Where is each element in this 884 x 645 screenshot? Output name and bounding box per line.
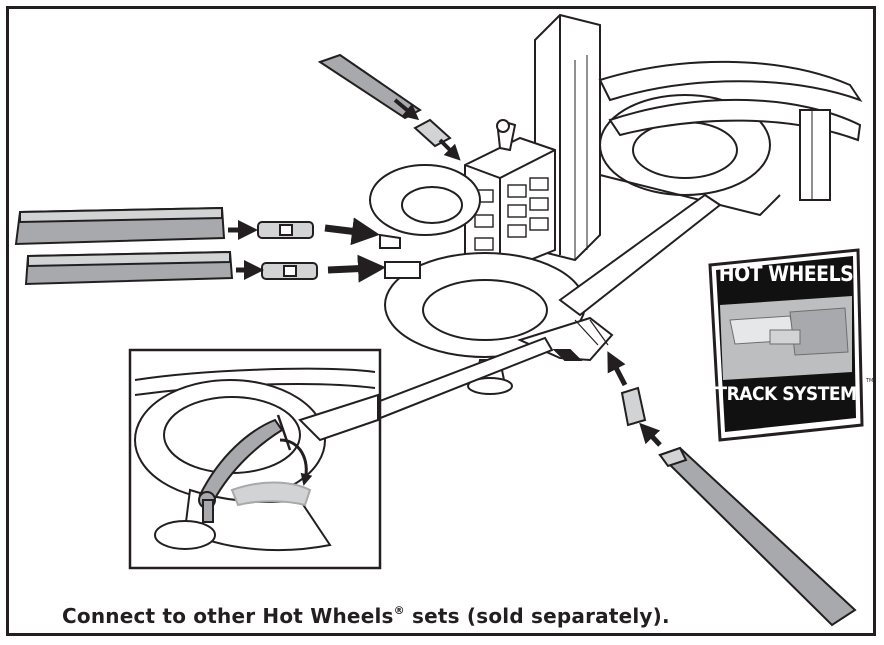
track-connectors [257, 118, 647, 427]
logo-text-block: HOT WHEELS TRACK SYSTEM [705, 242, 867, 446]
logo-line-1: HOT WHEELS [718, 262, 854, 286]
caption-text: Connect to other Hot Wheels [62, 604, 394, 628]
inset-detail [128, 348, 382, 570]
trademark-mark: TM [866, 378, 874, 384]
hot-wheels-track-system-logo [708, 248, 864, 442]
upper-spiral-track [598, 60, 863, 217]
caption: Connect to other Hot Wheels® sets (sold … [62, 604, 670, 628]
caption-suffix: sets (sold separately). [404, 604, 670, 628]
loose-track-pieces [14, 53, 857, 627]
assembly-arrows [228, 98, 662, 447]
registered-mark: ® [393, 604, 405, 617]
logo-line-2: TRACK SYSTEM [715, 383, 857, 405]
left-spiral-track [369, 164, 586, 358]
